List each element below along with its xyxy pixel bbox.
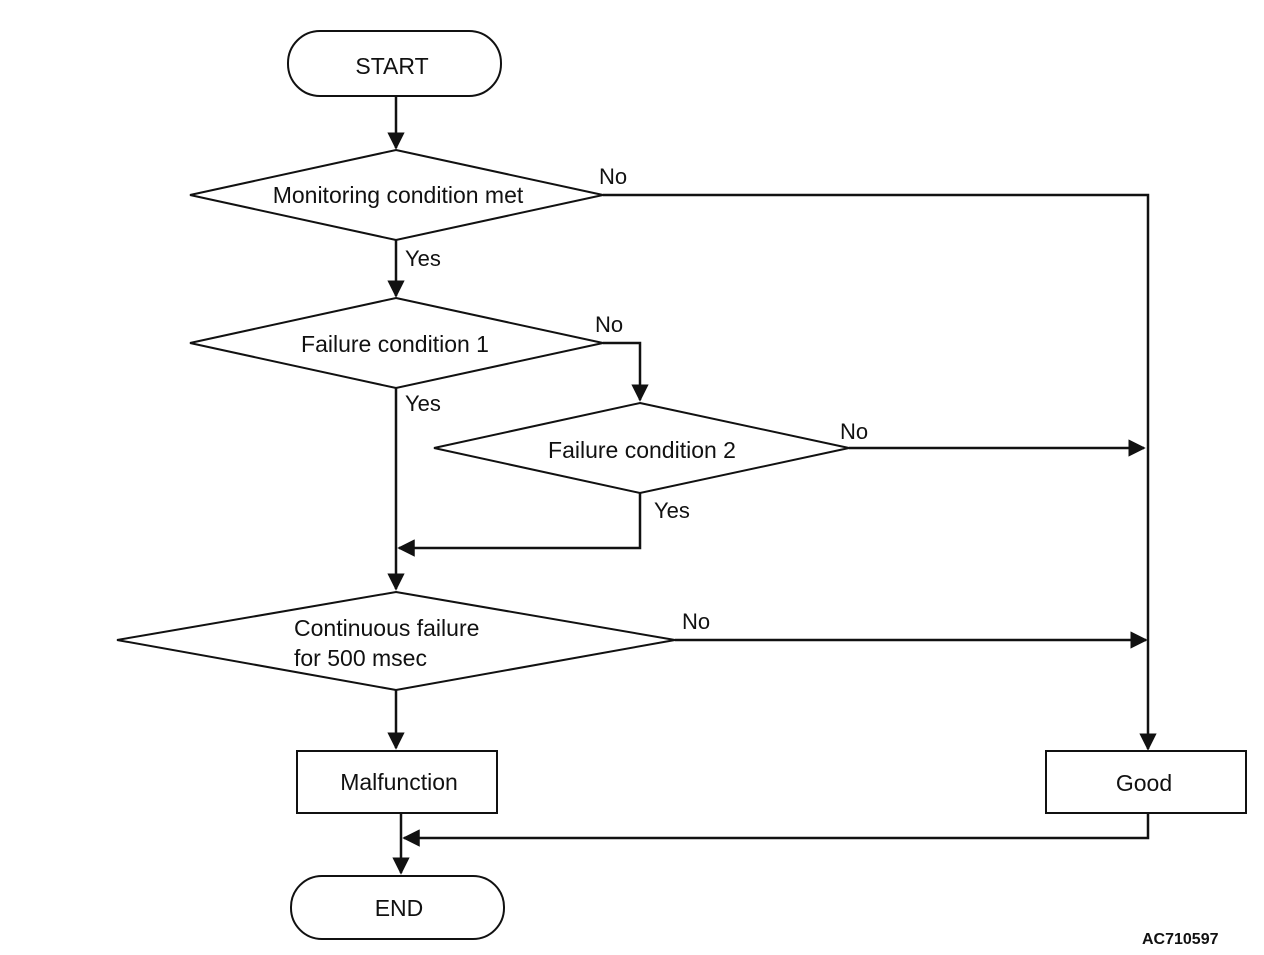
monitoring-shape [189,148,604,242]
malfunction-label: Malfunction [340,769,458,795]
failure1-shape [189,296,604,390]
malfunction-process: Malfunction [296,750,498,814]
monitoring-no-label: No [599,164,627,189]
connectors [387,96,1157,875]
continuous-shape [116,590,676,692]
failure2-label: Failure condition 2 [548,437,736,463]
arrow-good-to-end [402,813,1150,847]
end-terminal: END [290,875,505,940]
failure1-label: Failure condition 1 [301,331,489,357]
failure2-decision: Failure condition 2 [433,401,850,495]
end-label: END [375,895,424,921]
arrow-failure1-no [603,341,649,402]
monitoring-label: Monitoring condition met [273,182,524,208]
failure2-no-label: No [840,419,868,444]
continuous-decision: Continuous failure for 500 msec [116,590,676,692]
good-shape [1045,750,1247,814]
failure1-no-label: No [595,312,623,337]
continuous-label-line1: Continuous failure [294,615,479,641]
malfunction-shape [296,750,498,814]
continuous-no-label: No [682,609,710,634]
monitoring-yes-label: Yes [405,246,441,271]
start-label: START [355,53,428,79]
arrow-failure2-yes [397,493,642,557]
failure2-shape [433,401,850,495]
start-terminal: START [287,30,502,97]
failure1-yes-label: Yes [405,391,441,416]
continuous-label-line2: for 500 msec [294,645,427,671]
failure1-decision: Failure condition 1 [189,296,604,390]
branch-labels: No Yes No Yes No Yes No [405,164,868,634]
start-shape [287,30,502,97]
good-process: Good [1045,750,1247,814]
good-label: Good [1116,770,1172,796]
monitoring-decision: Monitoring condition met [189,148,604,242]
figure-id: AC710597 [1142,931,1219,948]
failure2-yes-label: Yes [654,498,690,523]
arrow-monitoring-no-to-good [603,193,1157,751]
end-shape [290,875,505,940]
